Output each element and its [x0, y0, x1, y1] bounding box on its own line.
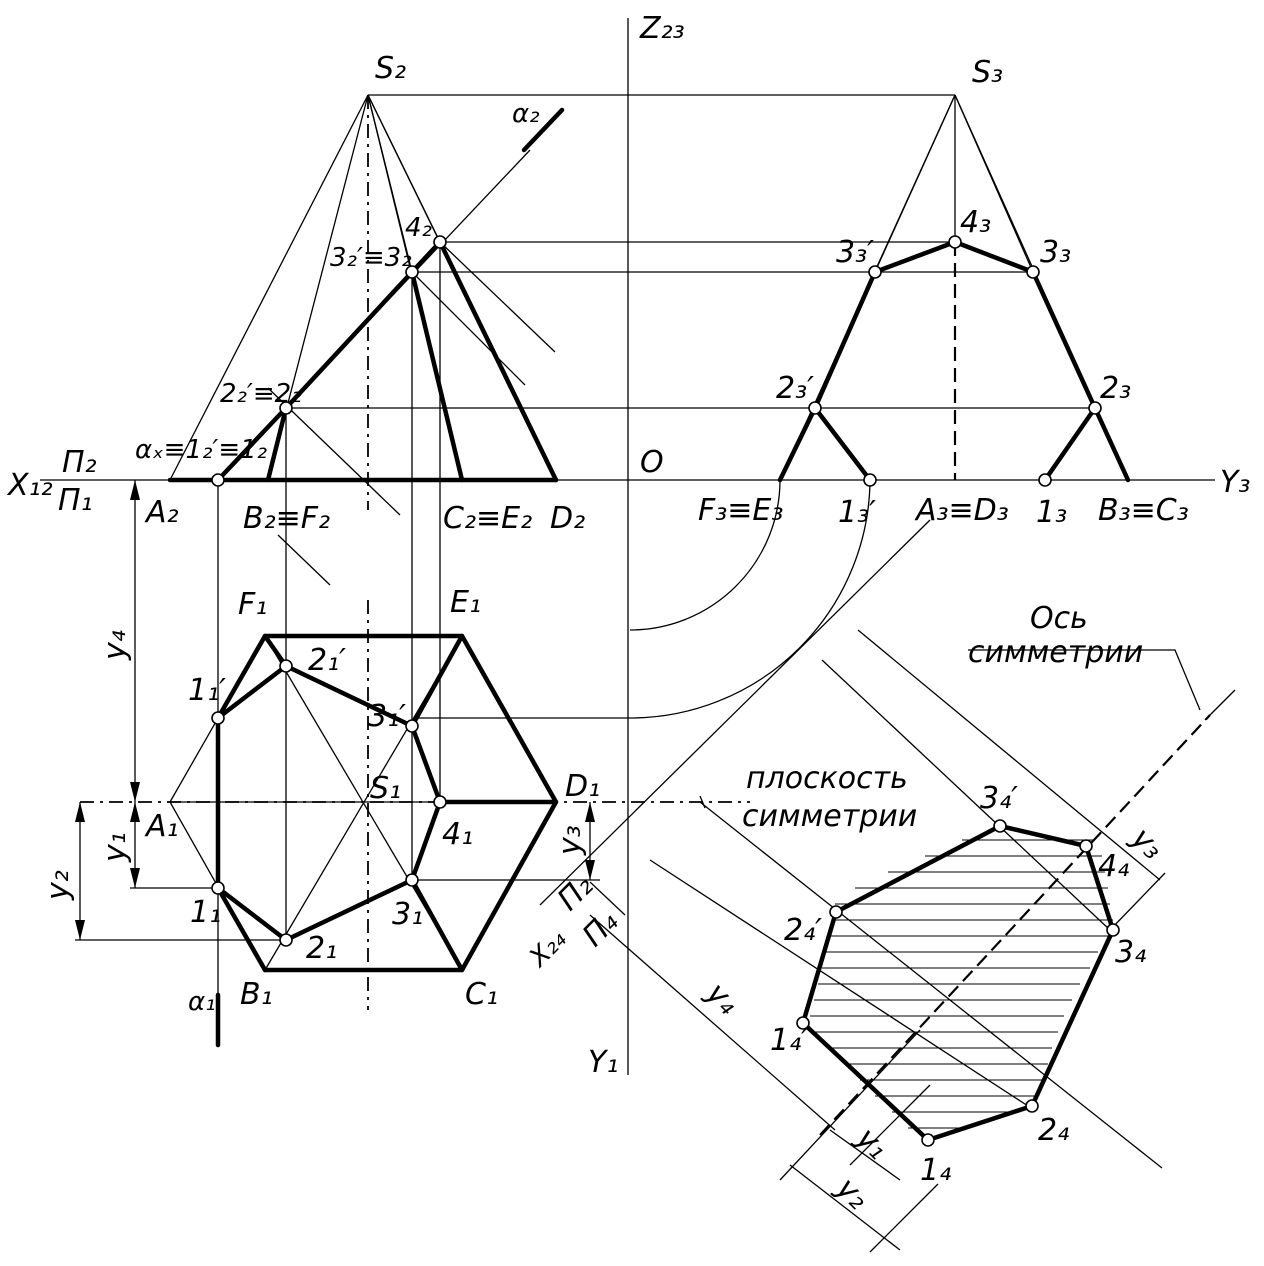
label-2-2: 2₂′≡2₂ — [220, 379, 302, 409]
label-plane-symmetry-2: симметрии — [742, 799, 917, 834]
label-alpha2: α₂ — [512, 99, 540, 129]
label-y3: Y₃ — [1220, 465, 1250, 500]
label-3-4p: 3₄′ — [980, 781, 1018, 816]
label-dim-y1: y₁ — [98, 832, 133, 863]
label-dim-y4-aux: y₄ — [699, 975, 746, 1022]
label-dim-y2: y₂ — [41, 870, 76, 901]
x24-tick — [589, 881, 626, 916]
label-s2: S₂ — [375, 51, 406, 86]
label-4-3: 4₃ — [960, 205, 991, 240]
label-pi2: П₂ — [62, 445, 97, 480]
label-b3c3: B₃≡C₃ — [1098, 493, 1189, 528]
label-1-4: 1₄ — [920, 1153, 951, 1188]
label-3-3: 3₃ — [1040, 235, 1071, 270]
label-x12: X₁₂ — [6, 468, 53, 503]
label-1-3: 1₃ — [1036, 495, 1067, 530]
label-2-1p: 2₁′ — [308, 643, 346, 678]
label-2-1: 2₁ — [306, 931, 337, 966]
label-3-3p: 3₃′ — [836, 235, 874, 270]
label-d1: D₁ — [565, 769, 600, 804]
label-axis-symmetry-1: Ось — [1030, 601, 1088, 636]
label-dim-y3: y₃ — [553, 825, 588, 856]
label-e1: E₁ — [450, 585, 481, 620]
label-1-4p: 1₄′ — [770, 1023, 808, 1058]
front-cut-line — [215, 239, 443, 483]
front-view-construction — [169, 94, 1095, 1010]
label-o: O — [640, 445, 664, 480]
label-pi2-aux: П₂ — [551, 868, 600, 917]
section-hatching — [810, 839, 1113, 1129]
label-dim-y3-aux: y₃ — [1124, 820, 1171, 867]
label-dim-y4: y₄ — [98, 630, 133, 661]
label-4-1: 4₁ — [442, 817, 473, 852]
label-s1: S₁ — [370, 771, 401, 806]
point-markers — [211, 235, 1120, 1147]
label-z23: Z₂₃ — [639, 11, 685, 46]
label-2-3p: 2₃′ — [776, 371, 814, 406]
label-4-2: 4₂ — [405, 213, 432, 243]
label-c2e2: C₂≡E₂ — [443, 501, 532, 536]
label-3-1: 3₁ — [392, 897, 423, 932]
label-a1: A₁ — [144, 809, 179, 844]
alpha2-mark — [521, 107, 565, 153]
label-axis-symmetry-2: симметрии — [968, 635, 1143, 670]
x24-axis — [539, 519, 931, 906]
labels: Z₂₃ S₂ S₃ α₂ 4₂ 3₂′≡3₂ 2₂′≡2₂ αₓ≡1₂′≡1₂ … — [6, 11, 1250, 1217]
label-a2: A₂ — [144, 495, 179, 530]
label-1-1p: 1₁′ — [188, 673, 226, 708]
label-3-4: 3₄ — [1115, 935, 1146, 970]
label-plane-symmetry-1: плоскость — [746, 761, 908, 796]
label-alpha1: α₁ — [188, 987, 216, 1017]
label-d2: D₂ — [550, 501, 585, 536]
label-pi1: П₁ — [58, 483, 93, 518]
label-1-1: 1₁ — [190, 895, 221, 930]
front-view-section — [167, 239, 559, 483]
label-2-3: 2₃ — [1100, 371, 1131, 406]
top-view — [75, 480, 750, 1048]
side-view — [777, 94, 1131, 483]
arc-y3-fe — [629, 479, 781, 631]
label-f1: F₁ — [238, 587, 267, 622]
label-4-4: 4₄ — [1098, 849, 1129, 884]
auxiliary-view — [589, 629, 1236, 1253]
label-dim-y2-aux: y₂ — [829, 1170, 876, 1217]
label-a3d3: A₃≡D₃ — [914, 493, 1009, 528]
arc-y3-1 — [629, 479, 871, 719]
transfer-arcs — [418, 479, 871, 719]
label-pi4: П₄ — [576, 904, 625, 953]
label-s3: S₃ — [972, 55, 1003, 90]
label-x24: X₂₄ — [522, 924, 572, 974]
label-b2f2: B₂≡F₂ — [243, 501, 330, 536]
label-f3e3: F₃≡E₃ — [698, 493, 783, 528]
label-3-2: 3₂′≡3₂ — [330, 243, 412, 273]
label-2-4p: 2₄′ — [784, 913, 822, 948]
label-alphax: αₓ≡1₂′≡1₂ — [135, 435, 267, 465]
label-y1-axis: Y₁ — [588, 1045, 618, 1080]
label-b1: B₁ — [240, 977, 273, 1012]
label-1-3p: 1₃′ — [838, 495, 876, 530]
label-c1: C₁ — [465, 977, 498, 1012]
label-2-4: 2₄ — [1038, 1113, 1069, 1148]
label-3-1p: 3₁′ — [368, 699, 406, 734]
true-size-section — [800, 823, 1116, 1143]
symmetry-axis-aux — [819, 714, 1211, 1136]
